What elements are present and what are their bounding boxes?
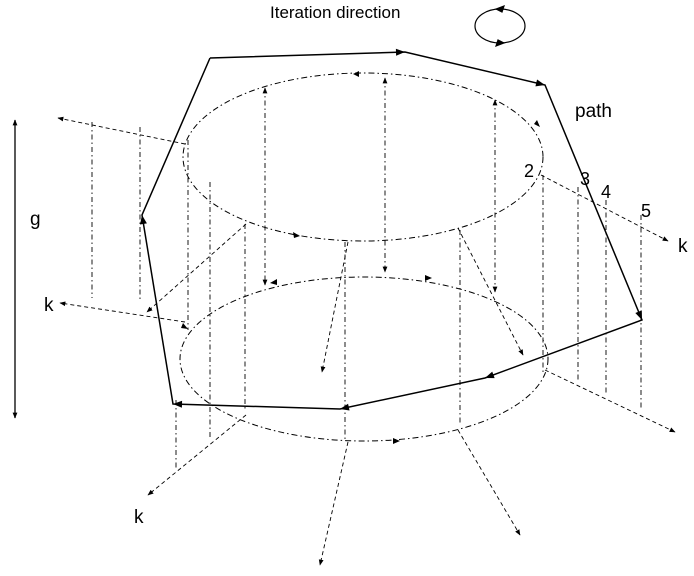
iteration-direction-title: Iteration direction (270, 3, 401, 22)
point-number-3: 3 (580, 169, 591, 189)
ellipse-marker (393, 438, 400, 444)
path-arrowhead (535, 79, 545, 87)
k-direction-arrows (57, 116, 676, 566)
k-arrow (457, 429, 521, 536)
k-arrow (318, 441, 349, 566)
k-arrow (57, 116, 186, 145)
path-arrowheads (140, 48, 642, 411)
point-number-2: 2 (524, 161, 535, 181)
path-arrowhead (140, 215, 147, 225)
path-arrowhead (485, 371, 495, 379)
upper-ellipse (182, 72, 544, 242)
point-number-4: 4 (601, 182, 612, 202)
k-arrow (457, 227, 524, 356)
k-label-bottom: k (134, 507, 144, 528)
ellipse-marker (270, 279, 277, 285)
path-arrowhead (395, 48, 405, 56)
k-arrow (320, 241, 349, 373)
path-arrowhead (173, 400, 183, 408)
path-arrowhead (340, 403, 350, 411)
k-arrow (544, 369, 676, 433)
ellipse-marker (181, 323, 188, 329)
iteration-direction-icon (474, 4, 526, 48)
lower-ellipse (179, 276, 549, 442)
k-arrow (147, 414, 247, 496)
k-arrow (59, 301, 186, 323)
path-polyline (141, 51, 643, 410)
k-label-left: k (44, 295, 54, 316)
ellipse-direction-markers (181, 71, 540, 444)
path-label: path (575, 101, 612, 122)
k-label-right: k (678, 236, 688, 257)
k-arrow (146, 223, 247, 313)
g-label: g (30, 209, 41, 230)
k-arrow (540, 174, 669, 242)
point-number-5: 5 (641, 201, 652, 221)
ellipse-marker (425, 275, 432, 281)
ellipse-marker (534, 120, 540, 127)
ellipse-marker (293, 232, 300, 238)
path-arrowhead (635, 310, 642, 320)
ellipse-marker (353, 71, 359, 77)
vertical-reference-lines (91, 77, 642, 470)
